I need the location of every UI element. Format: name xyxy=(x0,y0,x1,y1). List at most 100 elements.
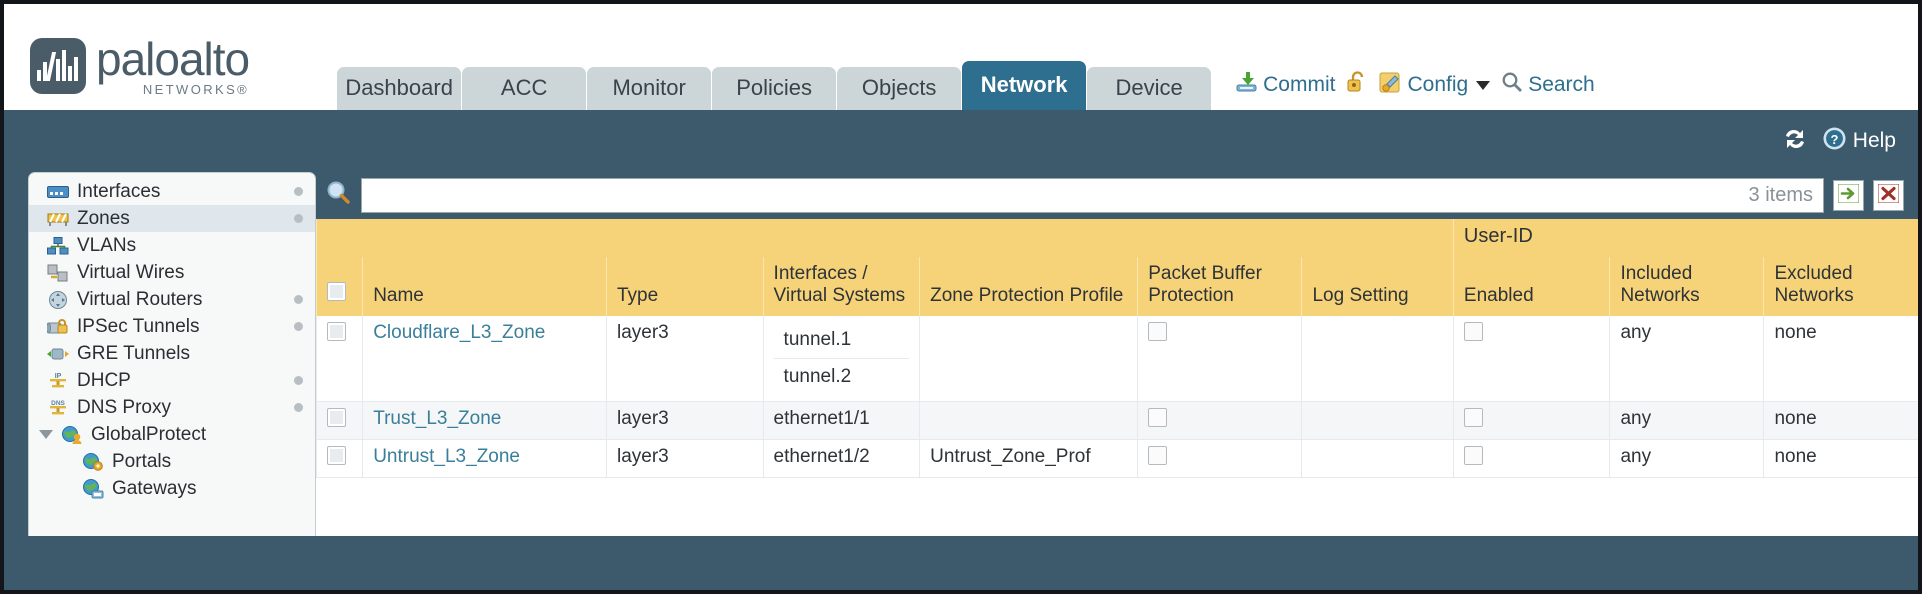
cell-zone-protection-profile: Untrust_Zone_Prof xyxy=(919,439,1138,478)
red-x-icon xyxy=(1877,183,1900,208)
config-menu[interactable]: Config xyxy=(1379,71,1491,100)
cell-userid-enabled xyxy=(1452,439,1610,478)
globalprotect-icon xyxy=(60,425,84,445)
userid-enabled-checkbox[interactable] xyxy=(1463,408,1483,427)
column-header-excluded-networks[interactable]: Excluded Networks xyxy=(1763,257,1918,316)
group-header-spacer xyxy=(316,219,1454,257)
column-header-type[interactable]: Type xyxy=(606,257,764,316)
sidebar-item-dns-proxy[interactable]: DNS DNS Proxy xyxy=(29,394,315,421)
cell-name: Trust_L3_Zone xyxy=(362,401,607,440)
zone-name-link[interactable]: Cloudflare_L3_Zone xyxy=(373,322,546,343)
packet-buffer-protection-checkbox[interactable] xyxy=(1148,446,1168,465)
status-dot xyxy=(294,187,303,196)
sidebar-item-dhcp[interactable]: IP DHCP xyxy=(29,367,315,394)
sidebar-item-label: Interfaces xyxy=(77,180,161,202)
tab-acc[interactable]: ACC xyxy=(462,67,587,110)
tab-device[interactable]: Device xyxy=(1087,67,1212,110)
packet-buffer-protection-checkbox[interactable] xyxy=(1148,322,1168,341)
sidebar-item-label: Gateways xyxy=(112,477,197,499)
refresh-icon[interactable] xyxy=(1782,127,1808,156)
items-count: 3 items xyxy=(1748,184,1813,206)
select-all-checkbox[interactable] xyxy=(327,282,346,301)
tab-policies[interactable]: Policies xyxy=(712,67,837,110)
svg-text:?: ? xyxy=(1830,132,1838,147)
sidebar-item-globalprotect[interactable]: GlobalProtect xyxy=(29,421,315,448)
column-header-log-setting[interactable]: Log Setting xyxy=(1301,257,1454,316)
row-select-cell xyxy=(316,401,363,440)
row-checkbox[interactable] xyxy=(327,446,346,465)
tab-monitor[interactable]: Monitor xyxy=(587,67,712,110)
brand-logo: paloalto NETWORKS® xyxy=(4,33,250,110)
sidebar-item-zones[interactable]: Zones xyxy=(29,205,315,232)
search-button[interactable]: Search xyxy=(1501,71,1595,99)
virtual-wires-icon xyxy=(46,263,70,283)
sidebar-item-vlans[interactable]: VLANs xyxy=(29,232,315,259)
packet-buffer-protection-checkbox[interactable] xyxy=(1148,408,1168,427)
network-sidebar: Interfaces Zones xyxy=(28,172,316,536)
zones-main-panel: 3 items xyxy=(316,172,1918,536)
help-button[interactable]: ? Help xyxy=(1822,126,1896,157)
cell-included-networks: any xyxy=(1609,401,1764,440)
sidebar-item-interfaces[interactable]: Interfaces xyxy=(29,178,315,205)
sidebar-item-portals[interactable]: Portals xyxy=(29,448,315,475)
commit-button[interactable]: Commit xyxy=(1235,71,1335,100)
cell-zone-protection-profile xyxy=(919,401,1138,440)
help-question-icon: ? xyxy=(1822,126,1847,157)
table-row[interactable]: Trust_L3_Zone layer3 ethernet1/1 xyxy=(316,401,1918,440)
brand-name: paloalto xyxy=(96,33,250,85)
row-checkbox[interactable] xyxy=(327,408,346,427)
search-input[interactable]: 3 items xyxy=(361,178,1824,213)
status-dot xyxy=(294,322,303,331)
sidebar-item-label: Zones xyxy=(77,207,130,229)
tab-network[interactable]: Network xyxy=(962,61,1087,110)
help-label: Help xyxy=(1852,129,1896,152)
userid-enabled-checkbox[interactable] xyxy=(1463,446,1483,465)
sidebar-item-ipsec-tunnels[interactable]: IPSec Tunnels xyxy=(29,313,315,340)
sidebar-item-label: VLANs xyxy=(77,234,137,256)
brand-wordmark: paloalto NETWORKS® xyxy=(96,33,250,96)
sidebar-item-virtual-routers[interactable]: Virtual Routers xyxy=(29,286,315,313)
column-header-enabled[interactable]: Enabled xyxy=(1452,257,1610,316)
ipsec-tunnels-icon xyxy=(46,317,70,337)
zones-icon xyxy=(46,209,70,229)
clear-filter-button[interactable] xyxy=(1873,180,1904,211)
userid-enabled-checkbox[interactable] xyxy=(1463,322,1483,341)
sidebar-item-virtual-wires[interactable]: Virtual Wires xyxy=(29,259,315,286)
sidebar-item-gateways[interactable]: Gateways xyxy=(29,475,315,502)
column-header-interfaces[interactable]: Interfaces / Virtual Systems xyxy=(762,257,920,316)
gre-tunnels-icon xyxy=(46,344,70,364)
zone-name-link[interactable]: Trust_L3_Zone xyxy=(373,408,502,429)
column-header-zone-protection-profile[interactable]: Zone Protection Profile xyxy=(919,257,1138,316)
status-dot xyxy=(294,295,303,304)
column-header-packet-buffer-protection[interactable]: Packet Buffer Protection xyxy=(1137,257,1302,316)
commit-label: Commit xyxy=(1263,73,1336,96)
expander-triangle-icon[interactable] xyxy=(39,430,53,439)
table-row[interactable]: Cloudflare_L3_Zone layer3 tunnel.1 tunne… xyxy=(316,316,1918,402)
tab-dashboard[interactable]: Dashboard xyxy=(337,67,462,110)
search-magnifier-icon[interactable] xyxy=(326,180,352,211)
commit-save-icon xyxy=(1235,71,1258,100)
status-dot xyxy=(294,403,303,412)
status-dot xyxy=(294,376,303,385)
paloalto-logo-icon xyxy=(30,38,86,94)
apply-filter-button[interactable] xyxy=(1833,180,1864,211)
sidebar-item-label: GlobalProtect xyxy=(91,423,207,445)
cell-type: layer3 xyxy=(606,316,764,402)
sidebar-item-gre-tunnels[interactable]: GRE Tunnels xyxy=(29,340,315,367)
gateways-icon xyxy=(81,478,105,499)
header-actions: Commit Config xyxy=(1235,70,1595,110)
table-row[interactable]: Untrust_L3_Zone layer3 ethernet1/2 Untru… xyxy=(316,439,1918,478)
interface-item: tunnel.1 xyxy=(773,322,910,359)
group-header-user-id: User-ID xyxy=(1452,219,1918,257)
column-header-included-networks[interactable]: Included Networks xyxy=(1609,257,1764,316)
row-checkbox[interactable] xyxy=(327,322,346,341)
column-header-name[interactable]: Name xyxy=(362,257,607,316)
status-dot xyxy=(294,214,303,223)
chevron-down-icon xyxy=(1476,80,1491,90)
cell-excluded-networks: none xyxy=(1763,439,1918,478)
unlocked-padlock-icon[interactable] xyxy=(1346,70,1368,100)
filter-bar: 3 items xyxy=(316,172,1918,219)
tab-objects[interactable]: Objects xyxy=(837,67,962,110)
zone-name-link[interactable]: Untrust_L3_Zone xyxy=(373,446,521,467)
cell-name: Untrust_L3_Zone xyxy=(362,439,607,478)
